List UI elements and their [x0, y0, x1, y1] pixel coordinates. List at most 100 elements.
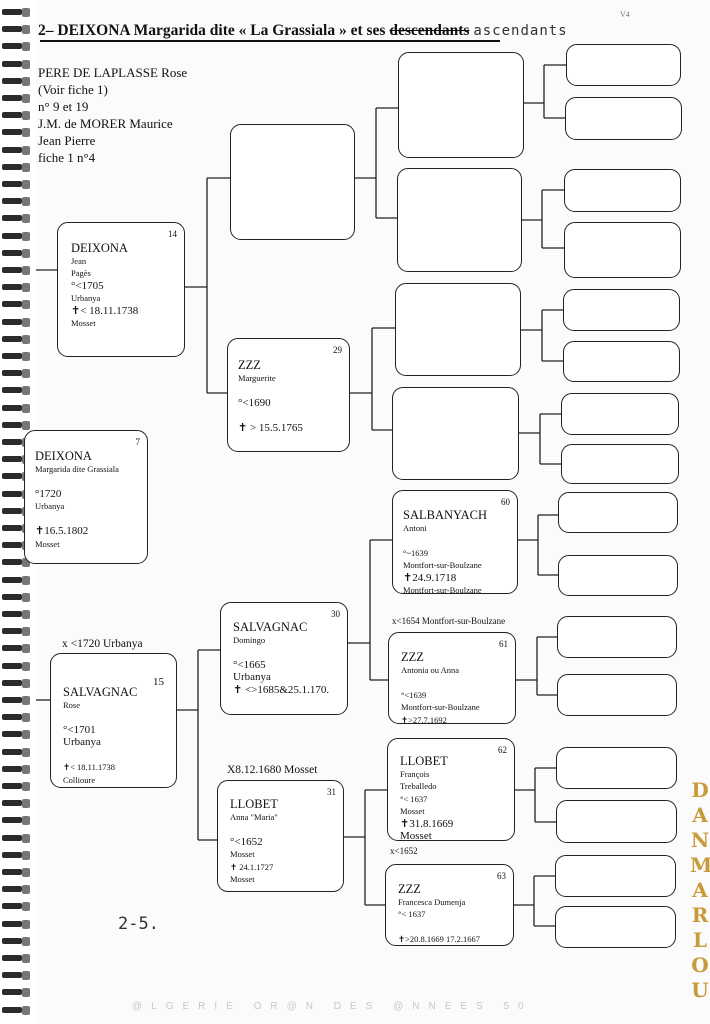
binding-ring — [2, 885, 32, 895]
binding-ring — [2, 799, 32, 809]
person-birth: °<1665 — [233, 658, 266, 671]
person-surname: ZZZ — [238, 358, 261, 372]
person-number: 7 — [135, 437, 141, 447]
person-box-31: 31 LLOBET Anna "Maria" °<1652 Mosset ✝ 2… — [217, 780, 344, 892]
binding-ring — [2, 816, 32, 826]
binding-ring — [2, 197, 32, 207]
binding-ring — [2, 782, 32, 791]
person-given-name: Francesca Dumenja — [398, 896, 466, 907]
person-given-name: Antonia ou Anna — [401, 664, 460, 675]
binding-ring — [2, 352, 32, 361]
person-details: ZZZ Francesca Dumenja °< 1637 ✝>20.8.166… — [398, 883, 509, 945]
note-line: Jean Pierre — [38, 133, 96, 148]
person-line — [403, 534, 513, 547]
person-death-place: Mosset — [35, 538, 60, 549]
person-box-gen6-empty — [561, 444, 679, 484]
binding-ring — [2, 1005, 32, 1015]
person-number: 14 — [168, 229, 177, 239]
binding-ring — [2, 575, 32, 585]
person-box-gen6-empty — [566, 44, 681, 86]
person-birth-place: Mosset — [230, 849, 255, 859]
person-box-28-empty — [230, 124, 355, 240]
marriage-label: x<1652 — [390, 846, 418, 856]
person-number: 31 — [327, 787, 336, 797]
binding-ring — [2, 696, 32, 705]
binding-ring — [2, 988, 32, 998]
person-death-place: Mosset — [400, 830, 432, 841]
person-birth: °<1701 — [63, 723, 96, 736]
binding-ring — [2, 971, 32, 981]
binding-ring — [2, 128, 32, 138]
person-details: LLOBET François Treballedo °< 1637 Mosse… — [400, 754, 510, 841]
person-box-gen6-empty — [556, 747, 677, 789]
binding-ring — [2, 747, 32, 757]
person-line — [401, 676, 511, 689]
person-death: ✝>27.7.1692 — [401, 714, 447, 724]
binding-ring — [2, 231, 32, 241]
person-death: ✝ <>1685&25.1.170. — [233, 683, 330, 696]
binding-ring — [2, 592, 32, 602]
person-number: 62 — [498, 745, 507, 755]
person-surname: LLOBET — [230, 797, 278, 811]
person-birth: °~1639 — [403, 547, 428, 558]
binding-ring — [2, 42, 32, 52]
binding-ring — [2, 180, 32, 189]
person-box-gen6-empty — [556, 800, 677, 843]
person-surname: LLOBET — [400, 754, 448, 768]
binding-ring — [2, 111, 32, 121]
binding-ring — [2, 25, 32, 35]
person-birth: °< 1637 — [398, 909, 426, 919]
reference-notes: PERE DE LAPLASSE Rose (Voir fiche 1) n° … — [38, 64, 187, 166]
person-birth: °<1652 — [230, 835, 263, 848]
binding-ring — [2, 248, 32, 258]
person-box-7: 7 DEIXONA Margarida dite Grassiala °1720… — [24, 430, 148, 564]
title-prefix: 2– DEIXONA Margarida dite « La Grassiala… — [38, 22, 390, 39]
person-details: SALVAGNAC Rose °<1701 Urbanya ✝< 18.11.1… — [63, 686, 172, 786]
binding-ring — [2, 764, 32, 774]
person-given-name: Marguerite — [238, 372, 276, 383]
person-box-60: 60 SALBANYACH Antoni °~1639 Montfort-sur… — [392, 490, 518, 594]
person-surname: DEIXONA — [71, 241, 128, 255]
person-line — [238, 409, 345, 422]
person-box-gen6-empty — [558, 555, 678, 596]
person-box-gen6-empty — [557, 616, 677, 658]
person-box-30: 30 SALVAGNAC Domingo °<1665 Urbanya ✝ <>… — [220, 602, 348, 715]
corner-note: V4 — [620, 10, 630, 19]
binding-ring — [2, 283, 32, 293]
binding-ring — [2, 558, 32, 568]
person-death: ✝< 18.11.1738 — [63, 762, 115, 772]
person-box-gen6-empty — [555, 906, 676, 948]
person-details: ZZZ Antonia ou Anna °<1639 Montfort-sur-… — [401, 650, 511, 724]
person-box-56-empty — [398, 52, 524, 158]
binding-ring — [2, 266, 32, 275]
person-box-61: 61 ZZZ Antonia ou Anna °<1639 Montfort-s… — [388, 632, 516, 724]
person-death: ✝16.5.1802 — [35, 525, 89, 537]
marriage-label: x <1720 Urbanya — [62, 638, 143, 650]
person-box-gen6-empty — [557, 674, 677, 716]
person-given-name: François — [400, 768, 430, 779]
person-birth-place: Mosset — [400, 806, 425, 816]
person-box-63: 63 ZZZ Francesca Dumenja °< 1637 ✝>20.8.… — [385, 864, 514, 946]
watermark-text: @LGERIE OR@N DES @NNEES 50 — [132, 1001, 533, 1012]
binding-ring — [2, 94, 32, 103]
person-number: 29 — [333, 345, 342, 355]
person-birth-place: Urbanya — [233, 671, 271, 683]
binding-ring — [2, 317, 32, 327]
person-surname: SALVAGNAC — [233, 620, 308, 634]
binding-ring — [2, 919, 32, 929]
person-surname: ZZZ — [401, 650, 424, 664]
person-birth: °1720 — [35, 487, 62, 500]
person-given-name: Antoni — [403, 522, 427, 533]
person-birth: °<1705 — [71, 279, 104, 292]
binding-ring — [2, 678, 32, 688]
binding-ring — [2, 833, 32, 843]
person-box-gen6-empty — [555, 855, 676, 897]
person-number: 63 — [497, 871, 506, 881]
binding-ring — [2, 936, 32, 946]
binding-ring — [2, 713, 32, 723]
person-box-gen6-empty — [564, 169, 681, 212]
person-given-name: Rose — [63, 699, 80, 710]
binding-ring — [2, 868, 32, 877]
person-surname: SALBANYACH — [403, 508, 488, 522]
